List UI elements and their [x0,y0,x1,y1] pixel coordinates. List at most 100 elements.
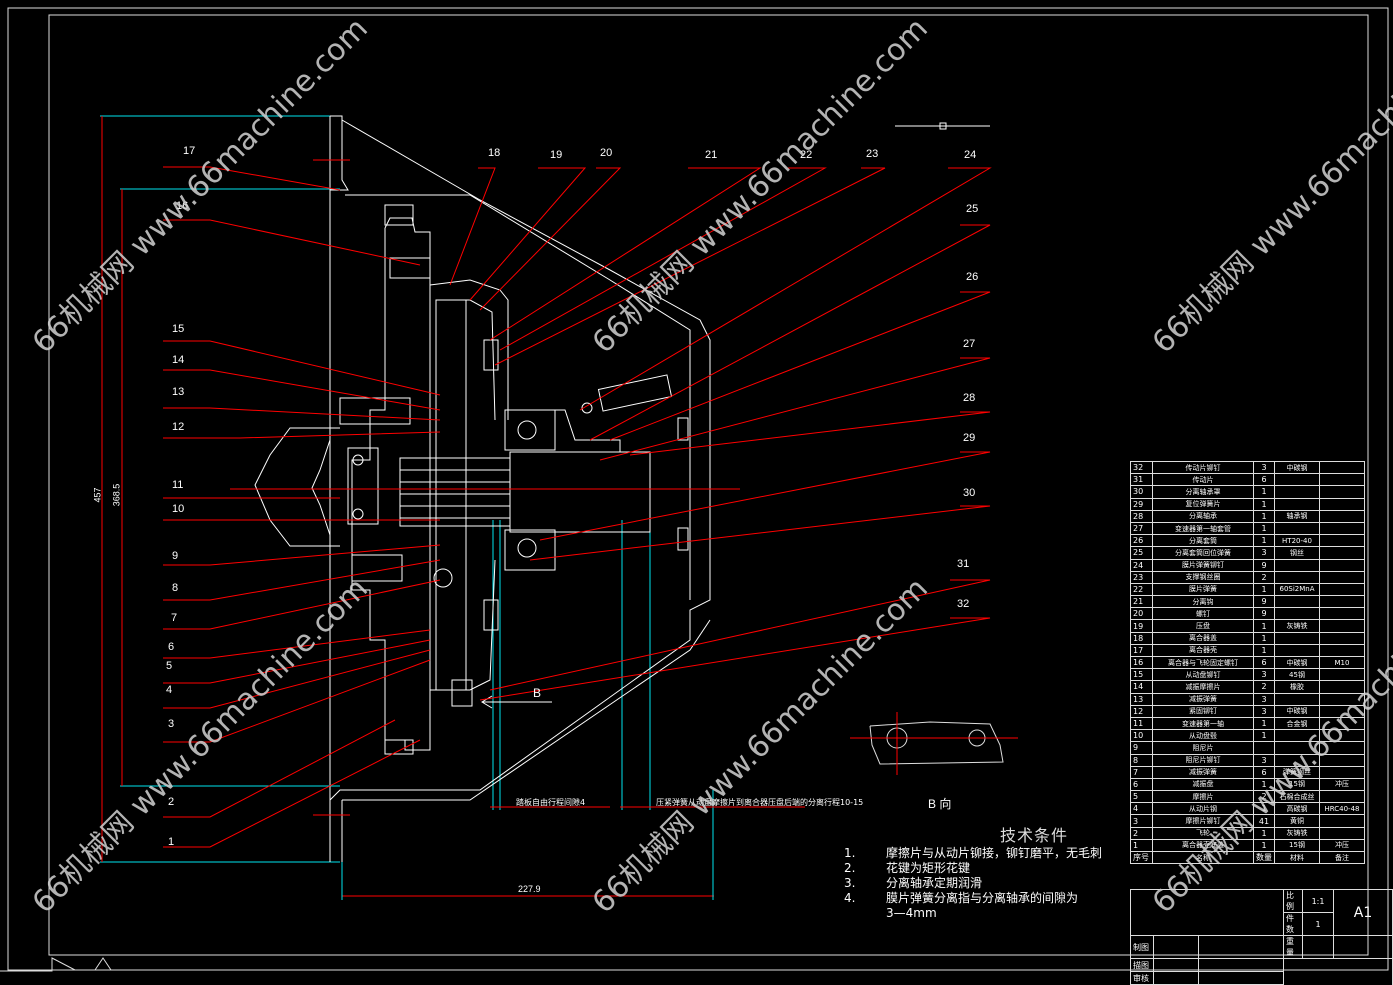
leader-label-27: 27 [963,338,976,350]
bom-name: 摩擦片铆钉 [1152,814,1254,828]
bom-no: 7 [1130,765,1153,779]
bom-qty: 1 [1253,777,1275,792]
bom-no: 22 [1130,582,1153,597]
leader-label-23: 23 [866,148,879,160]
bom-remark [1319,668,1365,682]
tech-item: 4.膜片弹簧分离指与分离轴承的间隙为 [844,891,1079,905]
bom-qty: 3 [1253,704,1275,718]
bom-header-remark: 备注 [1319,850,1365,865]
bom-material: 15钢 [1274,777,1320,792]
bom-remark [1319,704,1365,718]
bom-name: 减振盘 [1152,777,1254,792]
bom-remark [1319,509,1365,523]
bom-qty: 1 [1253,619,1275,633]
bom-name: 支撑钢丝圈 [1152,570,1254,584]
bom-name: 阻尼片 [1152,741,1254,755]
bom-name: 紧固铆钉 [1152,704,1254,718]
bom-remark [1319,680,1365,694]
bom-remark [1319,643,1365,658]
bom-name: 减振弹簧 [1152,765,1254,779]
leader-label-6: 6 [168,641,175,653]
bom-no: 1 [1130,838,1153,853]
leader-label-21: 21 [705,149,718,161]
bom-remark [1319,716,1365,731]
bom-name: 膜片弹簧铆钉 [1152,558,1254,572]
bom-material [1274,741,1320,755]
leader-label-7: 7 [171,612,178,624]
bom-header-name: 名称 [1152,850,1254,865]
bom-remark: 冲压 [1319,777,1365,792]
bom-no: 19 [1130,619,1153,633]
bom-remark [1319,460,1365,475]
bom-no: 24 [1130,558,1153,572]
bom-qty: 1 [1253,485,1275,499]
bom-qty: 1 [1253,509,1275,523]
bom-no: 15 [1130,668,1153,682]
bom-qty: 1 [1253,497,1275,511]
leader-lines [163,166,992,848]
bom-qty [1253,741,1275,755]
leader-label-24: 24 [964,149,977,161]
leader-label-26: 26 [966,271,979,283]
bom-material: 黄铜 [1274,814,1320,828]
bom-remark [1319,534,1365,548]
bom-material [1274,729,1320,743]
dimension-lines [100,115,805,900]
bom-name: 从动片钢 [1152,802,1254,816]
tech-requirements: 技术条件 1.摩擦片与从动片铆接，铆钉磨平，无毛刺 2.花键为矩形花键 3.分离… [844,822,1114,921]
tech-item: 1.摩擦片与从动片铆接，铆钉磨平，无毛刺 [844,846,1103,860]
leader-label-22: 22 [800,149,813,161]
leader-label-15: 15 [172,323,185,335]
bom-no: 8 [1130,753,1153,767]
bom-qty: 41 [1253,814,1275,828]
bom-material [1274,753,1320,767]
bom-material: 中碳钢 [1274,704,1320,718]
bom-remark [1319,814,1365,828]
bom-material [1274,497,1320,511]
bom-material [1274,643,1320,658]
bom-no: 9 [1130,741,1153,755]
tech-item: 3—4mm [886,906,937,920]
bom-name: 从动盘铆钉 [1152,668,1254,682]
tech-item: 3.分离轴承定期润滑 [844,876,983,890]
bom-name: 复位弹簧片 [1152,497,1254,511]
leader-label-11: 11 [172,479,184,491]
scale-label: 比例 [1283,889,1303,913]
bom-qty: 9 [1253,595,1275,609]
bom-qty: 3 [1253,460,1275,475]
leader-label-9: 9 [172,550,179,562]
leader-label-14: 14 [172,354,185,366]
bom-qty: 2 [1253,680,1275,694]
bom-no: 20 [1130,607,1153,621]
bom-remark [1319,729,1365,743]
bom-name: 从动盘毂 [1152,729,1254,743]
bom-remark [1319,582,1365,597]
leader-label-5: 5 [166,660,173,672]
bom-no: 6 [1130,777,1153,792]
clearance-note: 压紧弹簧从动盘摩擦片到离合器压盘后端的分离行程10-15 [656,798,864,807]
bom-material: 弹簧钢丝 [1274,765,1320,779]
bom-remark [1319,619,1365,633]
bom-material: 45钢 [1274,668,1320,682]
bom-qty: 6 [1253,765,1275,779]
bom-no: 4 [1130,802,1153,816]
bom-name: 离合器壳 [1152,643,1254,658]
bom-no: 26 [1130,534,1153,548]
bom-remark [1319,570,1365,584]
bom-no: 10 [1130,729,1153,743]
bom-qty: 1 [1253,631,1275,645]
